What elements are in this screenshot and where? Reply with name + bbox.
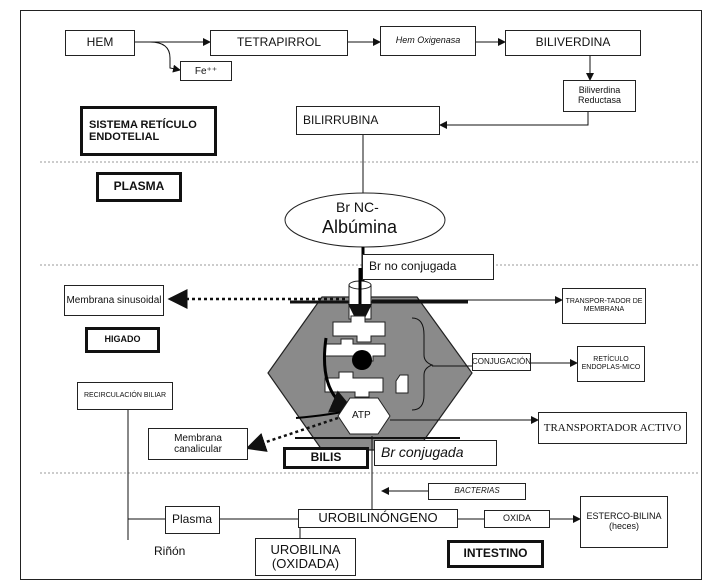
biliverdina-reductasa-label: Biliverdina Reductasa: [577, 85, 622, 105]
membrana-canalicular-label: Membrana canalicular: [174, 433, 222, 455]
bilis-label: BILIS: [310, 450, 342, 465]
br-conjugada-box: Br conjugada: [374, 440, 497, 466]
reticulo-box: RETÍCULO ENDOPLAS-MICO: [577, 346, 645, 382]
biliverdina-box: BILIVERDINA: [505, 30, 641, 56]
membrana-canalicular-box: Membrana canalicular: [148, 428, 248, 460]
rinon-box: Riñón: [148, 540, 218, 564]
transportador-membrana-label: TRANSPOR-TADOR DE MEMBRANA: [565, 298, 643, 313]
dotted-arrow-canalicular: [245, 416, 339, 452]
hem-oxigenasa-label: Hem Oxigenasa: [395, 35, 461, 46]
conjugacion-label: CONJUGACIÓN: [471, 356, 532, 366]
atp-label: ATP: [352, 410, 371, 421]
er-shape-1: [332, 315, 386, 343]
estercobilina-box: ESTERCO-BILINA (heces): [580, 496, 668, 548]
tetrapirrol-label: TETRAPIRROL: [236, 35, 321, 50]
higado-box: HIGADO: [85, 327, 160, 353]
tetrapirrol-box: TETRAPIRROL: [210, 30, 348, 56]
sistema-reticulo-box: SISTEMA RETÍCULO ENDOTELIAL: [80, 106, 217, 156]
fe-box: Fe⁺⁺: [180, 61, 232, 81]
plasma-intestine-box: Plasma: [165, 506, 220, 534]
bilirrubina-label: BILIRRUBINA: [303, 112, 379, 127]
br-no-conjugada-box: Br no conjugada: [362, 254, 494, 280]
urobilinogeno-label: UROBILINÓNGENO: [318, 510, 438, 526]
intestino-box: INTESTINO: [447, 540, 544, 568]
urobilina-label: UROBILINA (OXIDADA): [270, 541, 341, 571]
intestino-label: INTESTINO: [463, 546, 528, 561]
nucleus-dot: [352, 350, 372, 370]
oxida-label: OXIDA: [502, 513, 531, 524]
plasma-intestine-label: Plasma: [172, 512, 213, 527]
bilis-box: BILIS: [283, 447, 369, 469]
recirculacion-label: RECIRCULACIÓN BILIAR: [83, 392, 167, 400]
conjugacion-box: CONJUGACIÓN: [472, 353, 531, 371]
membrana-sinusoidal-label: Membrana sinusoidal: [66, 295, 162, 306]
transportador-membrana-box: TRANSPOR-TADOR DE MEMBRANA: [562, 288, 646, 324]
transportador-activo-label: TRANSPORTADOR ACTIVO: [543, 421, 682, 434]
recirculacion-box: RECIRCULACIÓN BILIAR: [77, 382, 173, 410]
membrana-sinusoidal-box: Membrana sinusoidal: [64, 285, 164, 316]
transportador-activo-box: TRANSPORTADOR ACTIVO: [538, 412, 687, 444]
bacterias-box: BACTERIAS: [428, 483, 526, 500]
rinon-label: Riñón: [154, 544, 186, 559]
hem-label: HEM: [86, 35, 114, 50]
reticulo-label: RETÍCULO ENDOPLAS-MICO: [581, 356, 641, 371]
fe-label: Fe⁺⁺: [194, 65, 218, 77]
urobilina-box: UROBILINA (OXIDADA): [255, 538, 356, 576]
higado-label: HIGADO: [104, 334, 141, 345]
hem-oxigenasa-box: Hem Oxigenasa: [380, 26, 476, 56]
plasma-section-label: PLASMA: [113, 179, 165, 194]
arrow-reductasa-bilirrubina: [439, 112, 589, 129]
plasma-section-box: PLASMA: [96, 172, 182, 202]
diagram-frame: [20, 10, 702, 580]
er-shape-4: [395, 374, 409, 394]
biliverdina-reductasa-box: Biliverdina Reductasa: [563, 80, 636, 112]
estercobilina-label: ESTERCO-BILINA (heces): [586, 511, 662, 531]
bilirrubina-box: BILIRRUBINA: [296, 106, 440, 135]
conjugation-brace: [411, 317, 434, 411]
br-conjugada-label: Br conjugada: [381, 444, 464, 461]
urobilinogeno-box: UROBILINÓNGENO: [298, 509, 458, 528]
albumina-label: Albúmina: [322, 217, 398, 237]
bacterias-label: BACTERIAS: [454, 486, 500, 496]
biliverdina-label: BILIVERDINA: [535, 35, 611, 50]
albumina-ellipse: [284, 192, 446, 248]
hem-box: HEM: [65, 30, 135, 56]
atp-shape: [337, 397, 391, 435]
arrow-hem-fe: [149, 41, 181, 73]
br-no-conjugada-label: Br no conjugada: [369, 259, 457, 274]
oxida-box: OXIDA: [484, 510, 550, 528]
sistema-reticulo-label: SISTEMA RETÍCULO ENDOTELIAL: [89, 118, 197, 143]
br-nc-label: Br NC-: [336, 199, 379, 215]
